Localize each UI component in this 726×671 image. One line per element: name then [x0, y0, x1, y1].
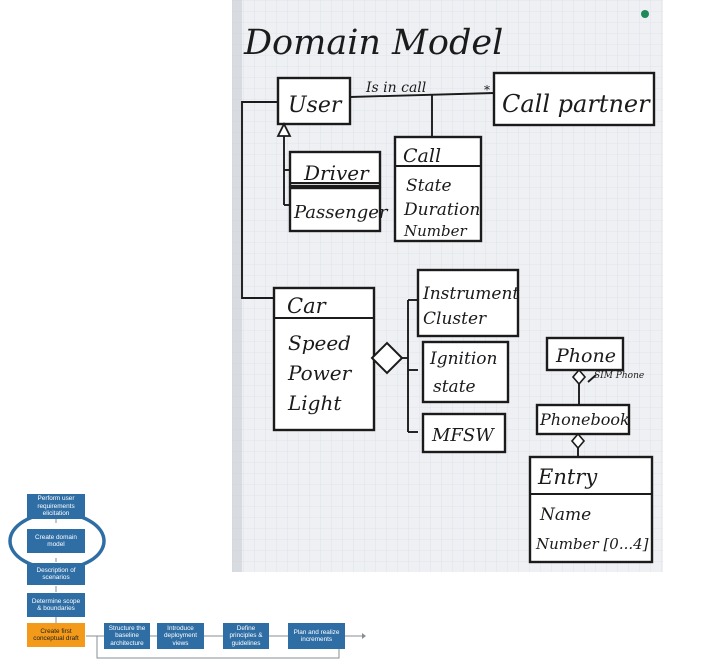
call-partner-class-name: Call partner: [502, 90, 651, 118]
instrument-cluster-class-box: [416, 268, 520, 338]
phone-class-box: [545, 336, 625, 372]
phonebook-class-name: Phonebook: [539, 410, 630, 429]
call-partner-class-box: [492, 71, 656, 127]
process-step-6: Structure the baseline architecture: [104, 623, 150, 649]
car-class-box: [272, 286, 376, 432]
user-car-line: [241, 101, 278, 299]
user-class-name: User: [288, 93, 343, 118]
ignition-state-class-box: [421, 340, 510, 404]
process-step-4: Determine scope & boundaries: [27, 593, 85, 617]
call-attr-duration: Duration: [403, 200, 480, 220]
multiplicity-star: *: [484, 83, 490, 97]
sim-note-arrow: [587, 374, 597, 383]
instrument-cluster-line2: Cluster: [423, 309, 487, 329]
process-step-7: Introduce deployment views: [157, 623, 204, 649]
car-attr-light: Light: [287, 391, 342, 415]
mfsw-class-name: MFSW: [431, 425, 495, 446]
passenger-class-name: Passenger: [293, 202, 389, 223]
phonebook-class-box: [535, 403, 631, 436]
user-class-box: [276, 76, 352, 126]
passenger-class-box: [288, 186, 382, 233]
call-class-box: [393, 135, 483, 243]
car-attr-power: Power: [287, 361, 353, 385]
association-line: [349, 92, 495, 98]
instrument-cluster-line1: Instrument: [422, 284, 519, 304]
domain-model-flipchart: Domain Model User Is in call * Call part…: [232, 0, 663, 572]
call-attr-state: State: [406, 176, 452, 196]
driver-class-name: Driver: [303, 161, 370, 185]
process-step-9: Plan and realize increments: [288, 623, 345, 649]
pin-icon: [641, 10, 649, 18]
process-step-8: Define principles & guidelines: [223, 623, 269, 649]
driver-class-box: [288, 150, 382, 188]
entry-class-box: [528, 455, 654, 564]
process-step-1: Perform user requirements elicitation: [27, 494, 85, 519]
process-step-5-highlighted: Create first conceptual draft: [27, 623, 85, 647]
process-step-3: Description of scenarios: [27, 563, 85, 585]
car-class-name: Car: [287, 294, 328, 318]
entry-class-name: Entry: [537, 465, 598, 489]
process-step-2: Create domain model: [27, 529, 85, 553]
car-attr-speed: Speed: [288, 331, 351, 355]
association-label: Is in call: [365, 80, 426, 96]
ignition-state-line1: Ignition: [429, 349, 497, 369]
ignition-state-line2: state: [433, 377, 476, 397]
entry-attr-name: Name: [539, 505, 591, 525]
entry-attr-number: Number [0...4]: [535, 535, 649, 553]
phone-class-name: Phone: [555, 345, 616, 367]
diagram-title: Domain Model: [243, 23, 503, 63]
mfsw-class-box: [421, 412, 507, 454]
call-class-name: Call: [403, 145, 441, 167]
call-attr-number: Number: [403, 222, 467, 240]
sim-note: SIM Phone: [594, 371, 644, 381]
